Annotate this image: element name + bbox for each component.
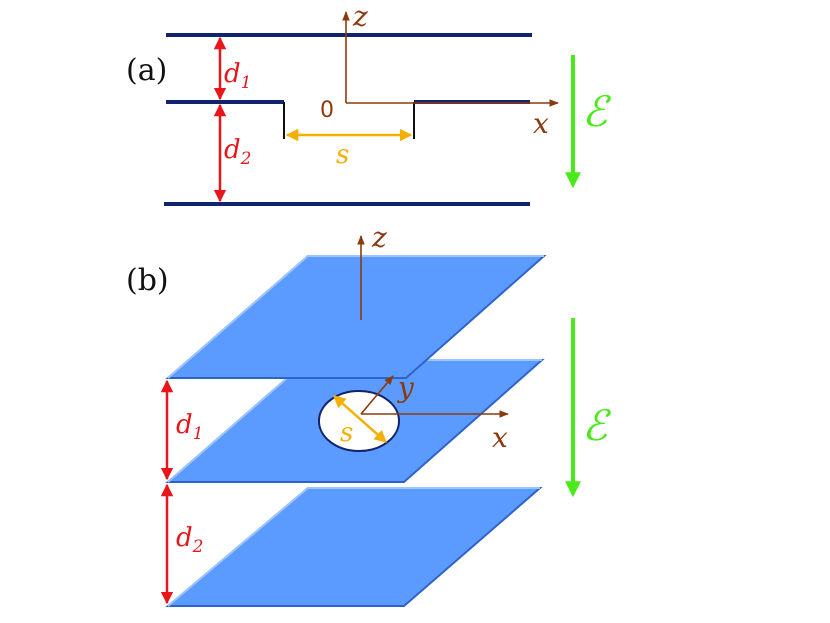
panel-b-bottom-plate-highlight	[167, 487, 540, 607]
panel-b-bottom-plate	[165, 487, 543, 607]
panel-b-hole	[318, 390, 400, 452]
panel-a-z-label: z	[352, 0, 368, 33]
panel-a: (a) d1 d2 z x 0 s ℰ	[126, 0, 612, 206]
panel-a-field-label: ℰ	[582, 87, 612, 136]
panel-a-slit-label: s	[336, 140, 349, 170]
panel-b-y-axis	[360, 375, 394, 415]
panel-b-y-label: y	[396, 371, 415, 404]
panel-b-label: (b)	[126, 263, 169, 298]
panel-a-origin-label: 0	[320, 98, 334, 123]
panel-b-d1-label: d1	[176, 410, 203, 444]
panel-b-hole-label: s	[340, 418, 353, 448]
panel-b-z-label: z	[371, 221, 387, 254]
panel-a-label: (a)	[126, 53, 167, 88]
panel-a-d2-label: d2	[224, 135, 251, 169]
panel-a-x-label: x	[533, 107, 549, 140]
panel-b: (b) z s x y d1 d2 ℰ	[126, 221, 612, 607]
panel-a-d1-label: d1	[224, 59, 251, 93]
panel-b-hole-diameter-arrow	[333, 395, 387, 443]
panel-b-d2-label: d2	[176, 523, 203, 557]
panel-b-field-label: ℰ	[582, 401, 612, 450]
panel-b-top-plate-highlight	[167, 255, 544, 379]
panel-b-x-label: x	[492, 421, 508, 454]
